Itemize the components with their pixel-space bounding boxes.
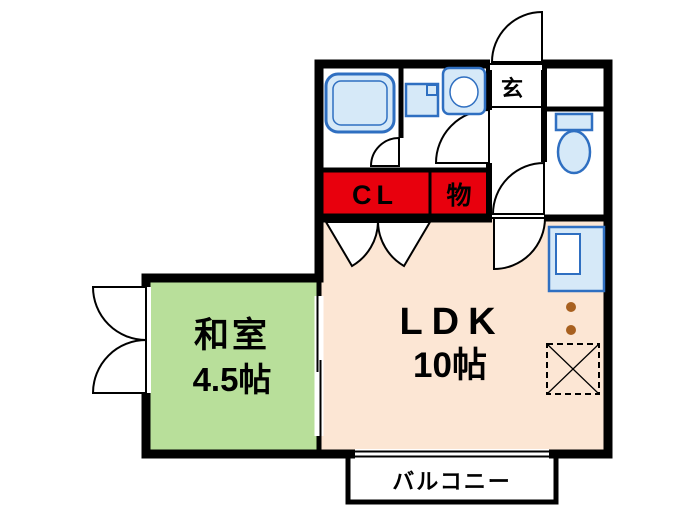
- storage-label: 物: [446, 182, 471, 210]
- toilet-tank: [554, 112, 594, 132]
- bath-door-arc: [369, 136, 400, 167]
- stove-burner-2: [566, 325, 576, 335]
- sliding-door-opening: [314, 296, 324, 436]
- washing-machine-tap: [426, 84, 438, 96]
- entrance-label: 玄: [501, 76, 523, 101]
- balcony-outline: [345, 456, 559, 505]
- entrance-door-arc: [490, 10, 543, 63]
- balcony-label: バルコニー: [392, 469, 512, 494]
- bathtub: [324, 72, 396, 134]
- japanese-room-label: 和室: [194, 315, 270, 355]
- closet-door-arc-right: [376, 221, 432, 268]
- toilet-bowl: [556, 129, 592, 175]
- refrigerator-space: [546, 343, 600, 395]
- ldk-label: LDK: [399, 301, 504, 343]
- balcony-window-opening: [355, 449, 549, 459]
- stove-burner-1: [566, 302, 576, 312]
- ldk-size-label: 10帖: [413, 346, 487, 385]
- washbasin-bowl: [449, 76, 479, 108]
- ldk-door-arc: [493, 217, 547, 271]
- toilet-door-arc: [491, 161, 545, 215]
- bathtub-inner: [332, 80, 388, 126]
- closet-label: CL: [352, 180, 398, 210]
- japanese-room-floor: [146, 278, 319, 454]
- washitsu-double-door-arc-bottom: [91, 338, 147, 394]
- japanese-room-size-label: 4.5帖: [193, 361, 272, 398]
- kitchen-sink: [555, 233, 581, 275]
- outer-wall: [141, 59, 613, 459]
- refrigerator-space-cross: [546, 343, 600, 395]
